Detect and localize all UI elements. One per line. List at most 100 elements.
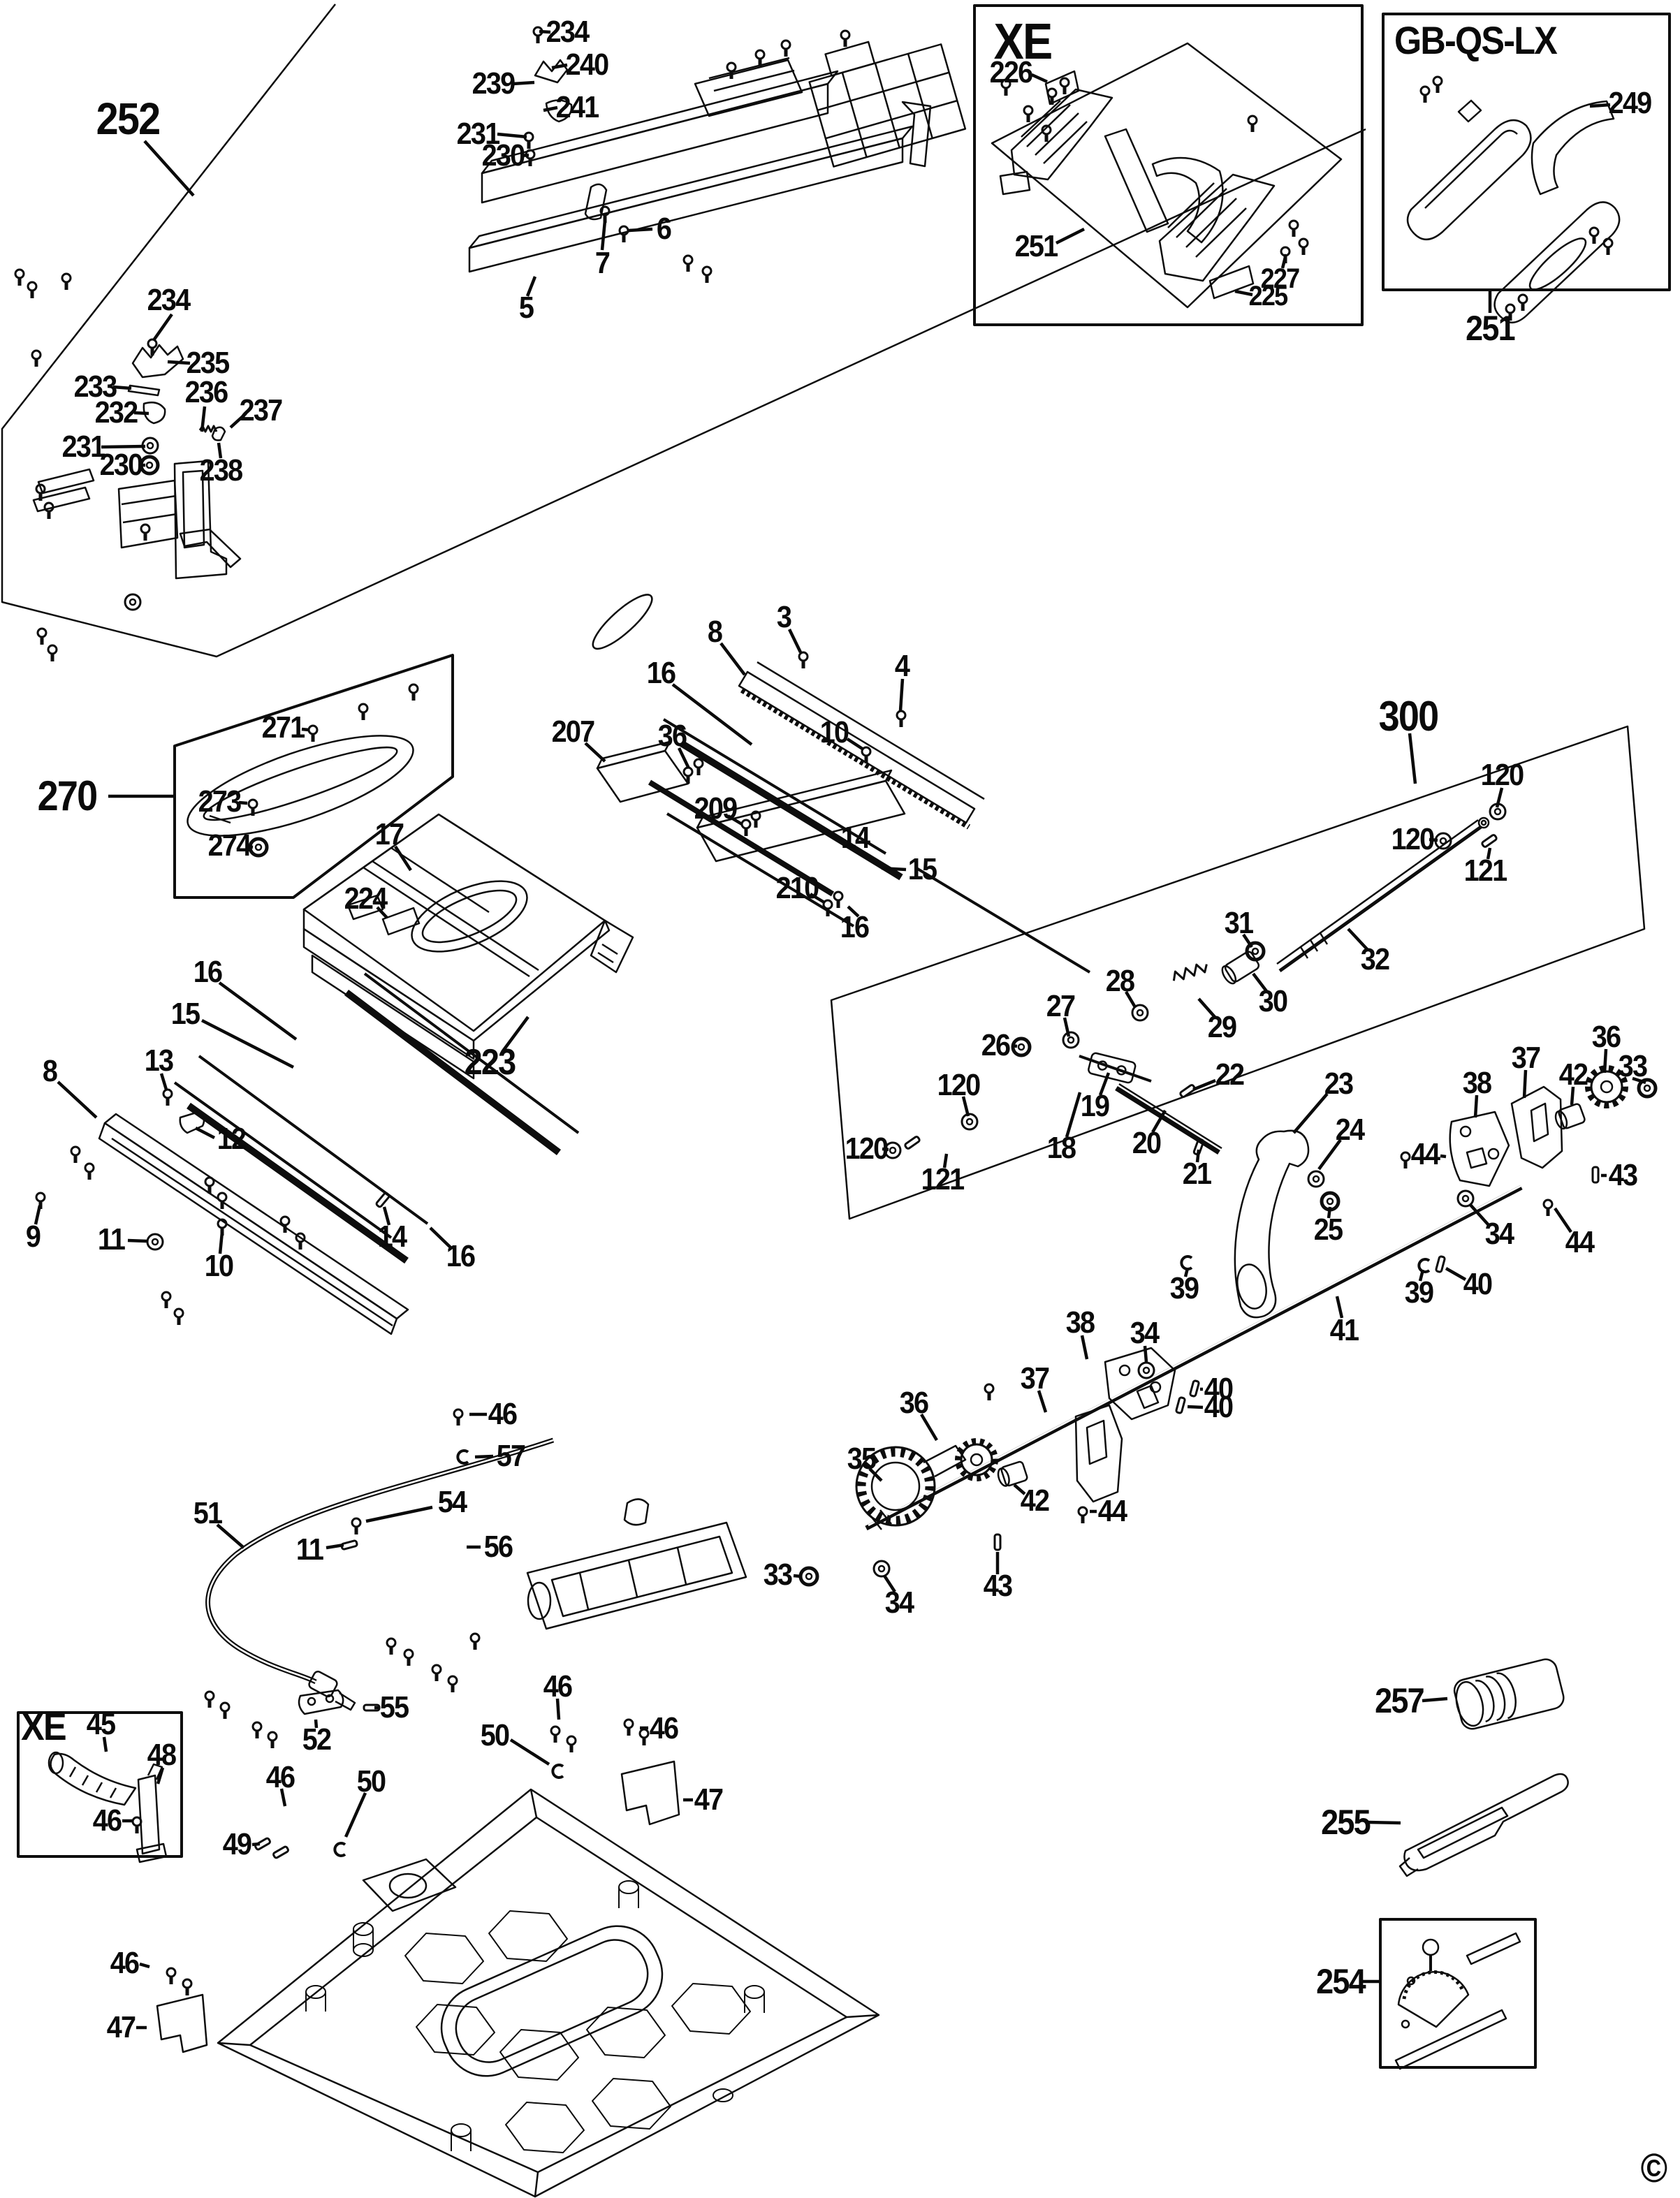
leader-line-34: [883, 1574, 896, 1593]
callout-16: 16: [446, 1239, 476, 1273]
callout-39: 39: [1404, 1275, 1434, 1310]
leader-line-15: [881, 866, 907, 872]
leader-line-234: [539, 29, 551, 34]
callout-37: 37: [1511, 1041, 1541, 1075]
leader-line-235: [167, 360, 191, 365]
leader-line-300: [1408, 733, 1417, 784]
callout-227: 227: [1260, 263, 1300, 294]
leader-line-22: [1192, 1078, 1216, 1092]
callout-33: 33: [763, 1558, 793, 1592]
leader-line-50: [344, 1792, 367, 1838]
callout-236: 236: [184, 375, 228, 409]
callout-46: 46: [110, 1946, 140, 1980]
callout-230: 230: [99, 448, 143, 482]
callout-239: 239: [472, 66, 516, 101]
leader-line-36: [677, 747, 691, 769]
callout-271: 271: [261, 710, 305, 745]
callout-234: 234: [147, 283, 191, 317]
callout-241: 241: [555, 90, 599, 124]
callout-18: 18: [1046, 1131, 1076, 1165]
callout-238: 238: [199, 453, 243, 488]
leader-line-38: [1080, 1335, 1089, 1360]
callout-251: 251: [1466, 309, 1516, 348]
leader-line-28: [1125, 990, 1137, 1009]
group-300-boundary: [830, 725, 1646, 1220]
callout-51: 51: [193, 1496, 223, 1530]
inset-title-xe-bottom: XE: [21, 1704, 66, 1748]
dust-elbow-drawing: [48, 1751, 168, 1863]
leader-line-20: [1151, 1109, 1167, 1134]
bevel-lock-lever-drawing: [865, 1065, 1628, 1531]
leader-line-35: [868, 1467, 883, 1482]
base-pan-drawing: [156, 1689, 880, 2198]
callout-37: 37: [1020, 1361, 1050, 1395]
leader-line-37: [1522, 1069, 1528, 1099]
callout-3: 3: [776, 600, 792, 634]
leader-line-32: [1347, 928, 1369, 951]
leader-line-4: [898, 678, 905, 712]
throat-plate-inset-drawing: [173, 654, 454, 899]
leg-stand-assembly-drawing: [999, 70, 1276, 300]
callout-121: 121: [1463, 853, 1507, 888]
xe-bottom-inset-box: [17, 1711, 183, 1858]
leader-line-33: [1632, 1076, 1646, 1085]
leader-line-17: [394, 845, 412, 872]
callout-10: 10: [819, 715, 849, 749]
callout-31: 31: [1224, 906, 1254, 940]
callout-46: 46: [92, 1803, 122, 1838]
table-top-drawing: [302, 813, 634, 1080]
leader-line-11: [127, 1238, 147, 1243]
callout-16: 16: [193, 955, 223, 989]
callout-57: 57: [496, 1439, 526, 1473]
callout-231: 231: [61, 430, 105, 464]
leader-line-51: [216, 1523, 245, 1549]
callout-32: 32: [1360, 942, 1390, 976]
leader-line-238: [217, 442, 223, 459]
rail-extrusions-drawing: [98, 661, 985, 1335]
callout-34: 34: [1484, 1217, 1514, 1251]
callout-42: 42: [1020, 1483, 1050, 1518]
leader-line-3: [787, 629, 803, 653]
leader-line-234: [152, 313, 173, 342]
height-knob-cluster-drawing: [855, 1347, 1176, 1527]
leader-line-48: [156, 1767, 165, 1785]
callout-24: 24: [1335, 1113, 1365, 1147]
leader-line-30: [1252, 972, 1268, 992]
leader-line-57: [474, 1454, 494, 1459]
leader-line-5: [525, 276, 537, 297]
leader-line-8: [57, 1080, 98, 1119]
callout-273: 273: [198, 784, 242, 819]
gb-qs-lx-inset-box: [1382, 13, 1671, 291]
leader-line-210: [809, 893, 826, 904]
leader-line-121: [942, 1153, 949, 1168]
callout-46: 46: [265, 1760, 295, 1794]
dust-port-adapter-drawing: [1453, 1658, 1565, 1730]
callout-209: 209: [694, 791, 738, 826]
leader-line-27: [1062, 1017, 1071, 1037]
callout-52: 52: [302, 1722, 332, 1757]
callout-120: 120: [845, 1131, 889, 1166]
callout-232: 232: [94, 395, 138, 430]
callout-36: 36: [1591, 1020, 1621, 1054]
callout-6: 6: [656, 212, 672, 246]
leader-line-7: [600, 220, 607, 251]
callout-231: 231: [456, 117, 500, 151]
callout-36: 36: [899, 1386, 929, 1420]
leader-line-39: [1183, 1268, 1190, 1277]
callout-39: 39: [1169, 1271, 1199, 1305]
leader-line-224: [376, 906, 388, 919]
callout-27: 27: [1046, 989, 1076, 1023]
callout-14: 14: [840, 821, 870, 855]
leader-line-257: [1422, 1697, 1448, 1703]
callout-38: 38: [1065, 1305, 1095, 1340]
callout-120: 120: [937, 1068, 981, 1102]
leader-line-271: [301, 727, 309, 732]
leader-line-121: [1486, 847, 1492, 860]
leader-line-29: [1197, 997, 1216, 1018]
callout-21: 21: [1182, 1157, 1212, 1191]
callout-45: 45: [86, 1707, 116, 1741]
leader-line-19: [1098, 1072, 1111, 1096]
leader-line-8: [720, 642, 746, 676]
leader-line-207: [584, 742, 606, 763]
callout-254: 254: [1316, 1962, 1366, 2001]
